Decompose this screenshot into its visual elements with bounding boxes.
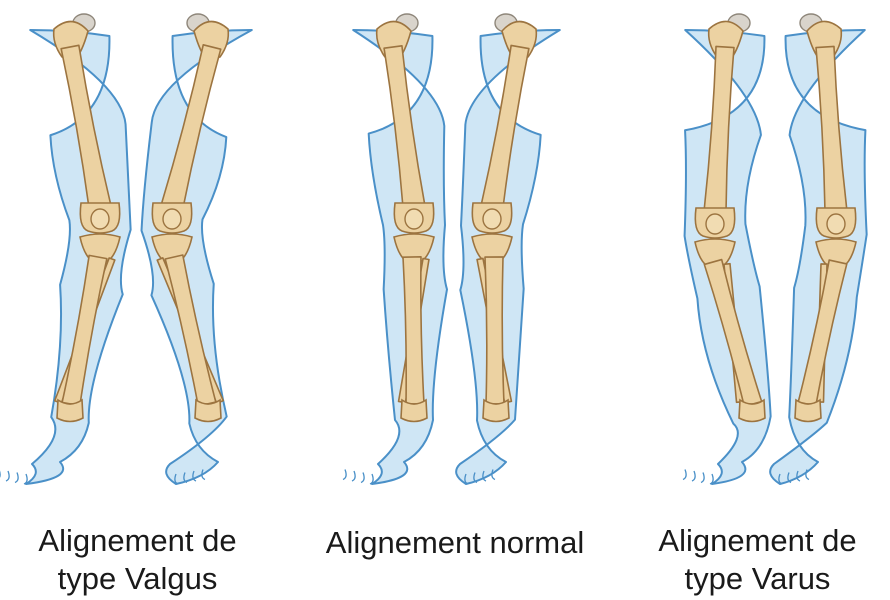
toe-line [6, 471, 9, 481]
varus-left-leg [770, 14, 867, 484]
patella [405, 209, 423, 229]
toe-line [692, 471, 695, 481]
caption-valgus-line-1: Alignement de [10, 522, 265, 560]
toe-line [352, 471, 355, 481]
distal-tibia [795, 400, 821, 422]
toe-line [24, 474, 27, 484]
tibia [403, 257, 424, 404]
toe-line [701, 473, 704, 483]
caption-valgus: Alignement de type Valgus [10, 522, 265, 598]
distal-tibia [739, 400, 765, 422]
caption-varus-line-2: type Varus [630, 560, 885, 598]
patella [827, 214, 845, 234]
patella [163, 209, 181, 229]
caption-normal-line-1: Alignement normal [305, 524, 605, 562]
toe-line [343, 470, 346, 480]
patella [706, 214, 724, 234]
patella [91, 209, 109, 229]
valgus-right-leg [0, 14, 131, 484]
normal-right-leg [343, 14, 447, 484]
distal-tibia [195, 400, 221, 422]
varus-right-leg [683, 14, 771, 484]
caption-valgus-line-2: type Valgus [10, 560, 265, 598]
toe-line [15, 473, 18, 483]
distal-tibia [57, 400, 83, 422]
normal-left-leg [456, 14, 560, 484]
tibia [485, 257, 504, 404]
toe-line [370, 474, 373, 484]
caption-normal: Alignement normal [305, 524, 605, 562]
toe-line [683, 470, 686, 480]
distal-tibia [401, 400, 427, 422]
toe-line [361, 473, 364, 483]
caption-varus-line-1: Alignement de [630, 522, 885, 560]
caption-varus: Alignement de type Varus [630, 522, 885, 598]
distal-tibia [483, 400, 509, 422]
valgus-left-leg [142, 14, 252, 484]
toe-line [710, 474, 713, 484]
patella [483, 209, 501, 229]
